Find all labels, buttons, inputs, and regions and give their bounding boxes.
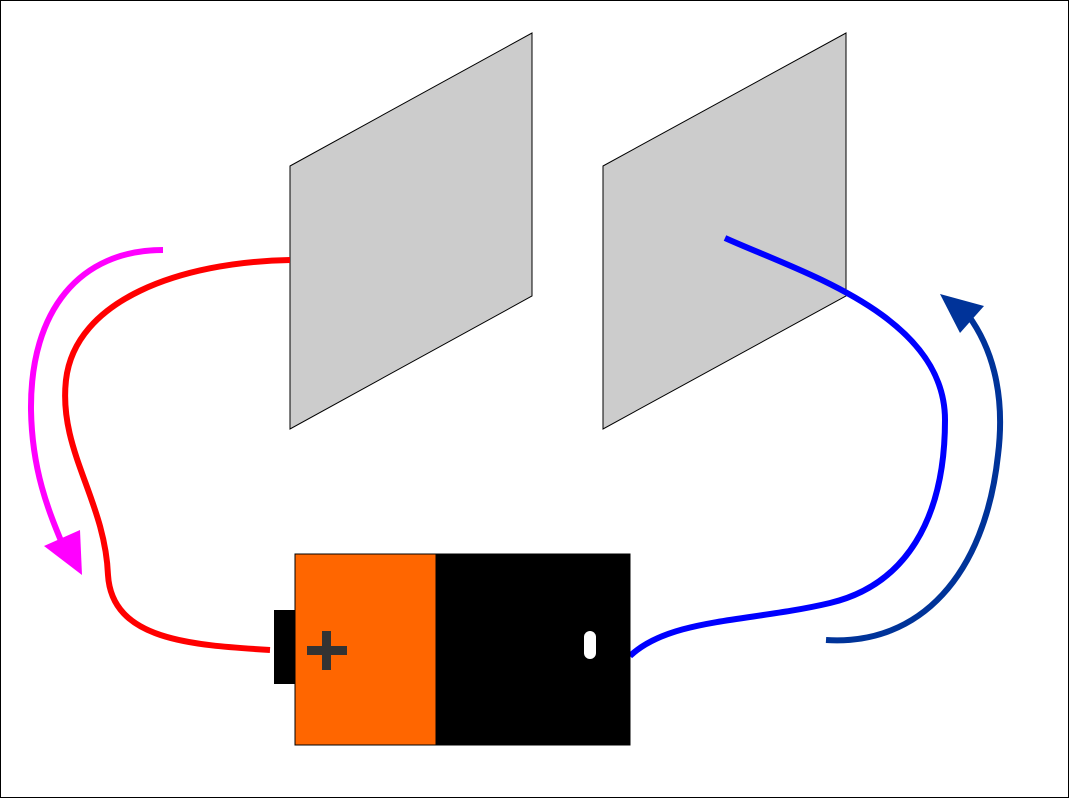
negative-flow-arrow-head — [940, 294, 984, 333]
plus-sign-icon — [307, 631, 347, 670]
battery-icon — [274, 553, 631, 746]
positive-wire — [62, 257, 291, 653]
positive-flow-arrow-head — [44, 530, 82, 575]
plus-sign-vertical — [322, 631, 331, 670]
battery-positive-terminal — [274, 610, 296, 684]
curved-arrow-down-icon — [27, 247, 164, 575]
negative-wire — [627, 235, 949, 659]
right-plate — [602, 32, 847, 430]
positive-flow-arrow-shaft — [27, 247, 164, 550]
negative-flow-arrow-shaft — [825, 313, 1004, 644]
left-plate — [289, 32, 533, 430]
battery-negative-body — [435, 553, 631, 746]
curved-arrow-up-icon — [825, 294, 1004, 644]
minus-slot-icon — [584, 631, 596, 659]
